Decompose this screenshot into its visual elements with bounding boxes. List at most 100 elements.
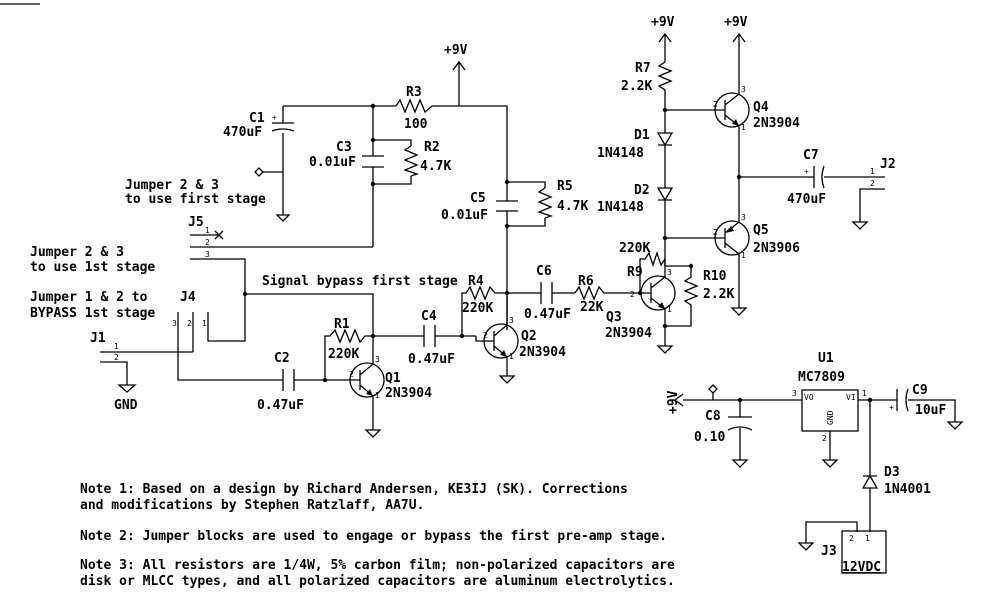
test-point-icon [254,167,264,177]
svg-text:1: 1 [865,534,870,543]
svg-text:+: + [804,167,809,176]
svg-text:2: 2 [349,370,354,379]
note-1-line1: Note 1: Based on a design by Richard And… [80,482,628,497]
svg-text:3: 3 [667,268,672,277]
r3-value: 100 [404,117,428,132]
u1-ref: U1 [818,351,834,366]
r1-ref: R1 [334,317,350,332]
u1-value: MC7809 [798,370,845,385]
ground-icon [851,221,869,230]
svg-text:2: 2 [630,290,635,299]
power-filter-section: +9V R3 100 + C1 470uF C3 0.01uF R2 4.7K [223,43,508,247]
svg-text:1: 1 [205,226,210,235]
c1-ref: C1 [249,111,265,126]
c7-value: 470uF [787,192,826,207]
svg-text:+: + [889,403,894,412]
d3-ref: D3 [884,465,900,480]
d1-value: 1N4148 [597,146,644,161]
svg-text:2: 2 [483,331,488,340]
c1-plate-curved [271,128,295,132]
q1-ref: Q1 [385,371,401,386]
c5-value: 0.01uF [441,208,488,223]
c4-ref: C4 [421,309,437,324]
j3-connector [841,530,887,574]
jumper-note-line2: BYPASS 1st stage [30,306,155,321]
c1-value: 470uF [223,125,262,140]
d1-ref: D1 [634,128,650,143]
svg-text:3: 3 [741,85,746,94]
q4-value: 2N3904 [753,116,800,131]
c4-value: 0.47uF [408,352,455,367]
note-1-line2: and modifications by Stephen Ratzlaff, A… [80,498,424,513]
note-2: Note 2: Jumper blocks are used to engage… [80,529,667,544]
c7-plate-curved [821,165,825,189]
r4-ref: R4 [468,274,484,289]
svg-text:3: 3 [205,250,210,259]
c7-ref: C7 [803,148,819,163]
vcc-label: +9V [724,15,748,30]
jumper-note-line1: Jumper 1 & 2 to [30,290,148,305]
svg-text:1: 1 [870,167,875,176]
svg-text:1: 1 [667,305,672,314]
j2-ref: J2 [880,157,896,172]
gnd-label: GND [114,398,138,413]
j1-connector: J1 1 2 GND [90,331,193,413]
d1-diode-icon [656,132,674,188]
r7-value: 2.2K [621,79,652,94]
vcc-arrow-icon [452,60,466,106]
svg-text:1: 1 [862,389,867,398]
ground-icon [498,375,516,384]
r5-resistor [537,187,554,219]
d2-ref: D2 [634,183,650,198]
r4-value: 220K [462,301,493,316]
svg-text:2: 2 [849,534,854,543]
r3-ref: R3 [406,85,422,100]
note-3-line2: disk or MLCC types, and all polarized ca… [80,574,675,589]
svg-text:1: 1 [741,251,746,260]
j3-value: 12VDC [842,560,881,575]
test-point-icon [708,384,718,394]
r10-ref: R10 [703,269,727,284]
svg-text:1: 1 [509,352,514,361]
q2-value: 2N3904 [519,345,566,360]
r9-ref: R9 [627,265,643,280]
c6-ref: C6 [536,264,552,279]
svg-text:3: 3 [792,389,797,398]
d3-diode-icon [861,400,879,532]
d2-value: 1N4148 [597,200,644,215]
jumper-note-line1: Jumper 2 & 3 [125,178,219,193]
j4-connector: J4 3 2 1 [172,290,272,381]
svg-text:2: 2 [114,353,119,362]
c8-ref: C8 [705,409,721,424]
r6-resistor [574,285,640,301]
r10-resistor [665,265,699,327]
signal-bypass-label: Signal bypass first stage [262,274,458,289]
svg-text:1: 1 [114,342,119,351]
jumper-note-line2: to use 1st stage [30,260,155,275]
r6-ref: R6 [578,274,594,289]
svg-text:2: 2 [822,434,827,443]
regulator-section: +9V C8 0.10 VO VI GND 3 1 2 U1 MC7809 + … [666,351,964,575]
u1-pin-vi: VI [846,393,856,402]
j1-ref: J1 [90,331,106,346]
c8-plate-curved [727,426,753,431]
svg-text:1: 1 [375,391,380,400]
vout-arrow-icon [674,393,802,407]
c9-ref: C9 [912,383,928,398]
ground-icon [731,459,749,468]
c5-ref: C5 [470,191,486,206]
c9-value: 10uF [915,403,946,418]
svg-text:2: 2 [713,100,718,109]
c3-value: 0.01uF [309,155,356,170]
q4-ref: Q4 [753,100,769,115]
j3-ref: J3 [821,544,837,559]
svg-text:3: 3 [172,319,177,328]
r3-resistor [395,98,433,114]
r10-value: 2.2K [703,287,734,302]
q3-value: 2N3904 [605,326,652,341]
note-3-line1: Note 3: All resistors are 1/4W, 5% carbo… [80,558,675,573]
c2-value: 0.47uF [257,398,304,413]
q2-ref: Q2 [521,329,537,344]
vcc-label: +9V [666,390,681,414]
